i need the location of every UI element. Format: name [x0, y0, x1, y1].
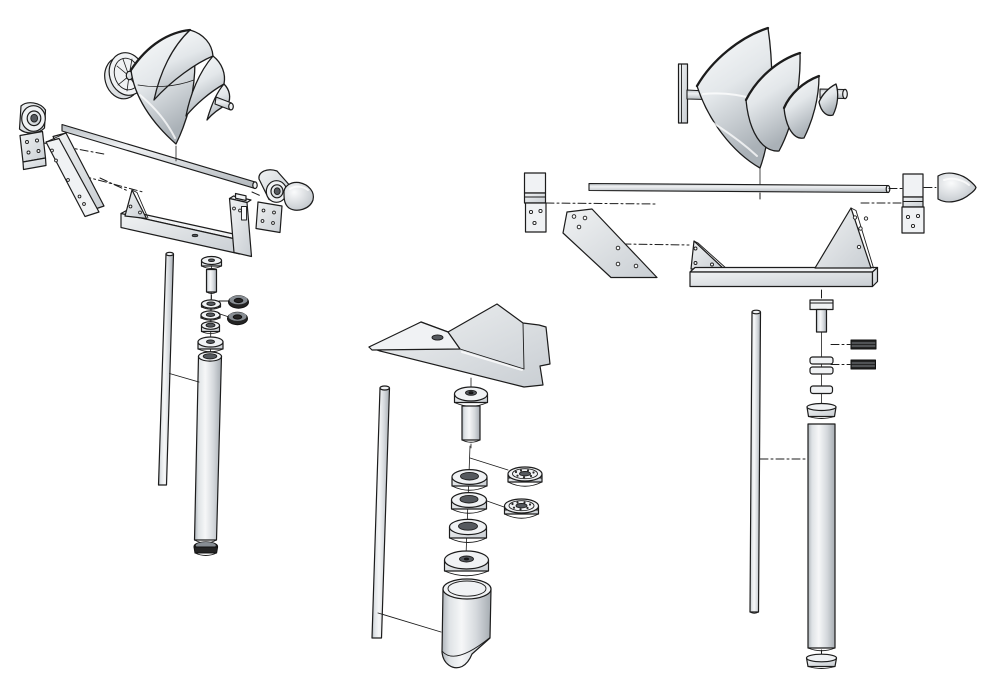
collar — [806, 402, 837, 419]
washer — [450, 492, 488, 514]
helical-rotor — [677, 26, 848, 200]
base-washer — [443, 550, 490, 577]
spacer — [200, 321, 221, 335]
pillow-block-left — [523, 172, 547, 233]
mast-tube — [193, 351, 223, 544]
nose-cone — [937, 172, 977, 203]
washer — [200, 299, 222, 310]
assembly-left-exploded-view — [18, 28, 314, 556]
base-channel — [120, 209, 246, 255]
leader-line — [377, 612, 442, 633]
guy-rod — [157, 251, 175, 486]
guy-rod — [371, 385, 391, 639]
bearing-mount-right — [255, 169, 290, 234]
spindle-bolt — [809, 299, 834, 333]
needle-bearing — [850, 339, 877, 350]
corner-gusset — [690, 240, 728, 270]
center-line — [251, 191, 262, 197]
gusset-plate — [124, 189, 149, 220]
cap-washer — [197, 336, 224, 353]
washer — [451, 469, 488, 491]
mast-end-cap — [805, 653, 838, 669]
ball-bearing — [227, 311, 248, 326]
needle-bearing — [850, 359, 876, 370]
thrust-bearing — [503, 498, 540, 519]
helical-rotor — [104, 28, 234, 162]
end-disc — [677, 63, 689, 124]
spindle-bolt — [200, 255, 223, 300]
center-line — [99, 177, 129, 192]
diagonal-plate — [562, 208, 658, 279]
nose-cone — [283, 181, 314, 211]
mount-bracket — [368, 303, 551, 388]
thrust-bearing — [507, 466, 543, 487]
center-line — [622, 243, 690, 246]
rotor-shaft — [61, 123, 258, 190]
center-line — [545, 202, 658, 205]
washer — [809, 366, 834, 375]
rotor-shaft-stub — [214, 96, 234, 111]
washer — [200, 310, 221, 321]
bearing-mount-left — [18, 102, 47, 171]
assembly-right-exploded-view — [523, 26, 977, 669]
base-bar — [689, 266, 879, 288]
guy-rod — [749, 309, 762, 614]
fairing-tube — [441, 578, 492, 669]
spacer-ring — [448, 518, 488, 543]
mast-end-cap — [193, 541, 219, 556]
center-line — [82, 175, 144, 193]
leader-line — [218, 313, 228, 317]
side-plates — [45, 132, 105, 218]
ball-bearing — [228, 295, 249, 309]
washer — [809, 356, 834, 365]
leader-line — [169, 373, 200, 383]
support-column — [228, 192, 253, 258]
leader-line — [469, 457, 509, 471]
pillow-block-right — [901, 173, 925, 234]
rotor-shaft — [588, 182, 891, 194]
spindle-bolt — [453, 386, 489, 449]
assembly-center-exploded-view — [368, 303, 551, 669]
washer — [809, 385, 834, 395]
large-gusset — [814, 207, 874, 269]
mast-tube — [807, 423, 836, 652]
leader-line — [486, 500, 505, 508]
